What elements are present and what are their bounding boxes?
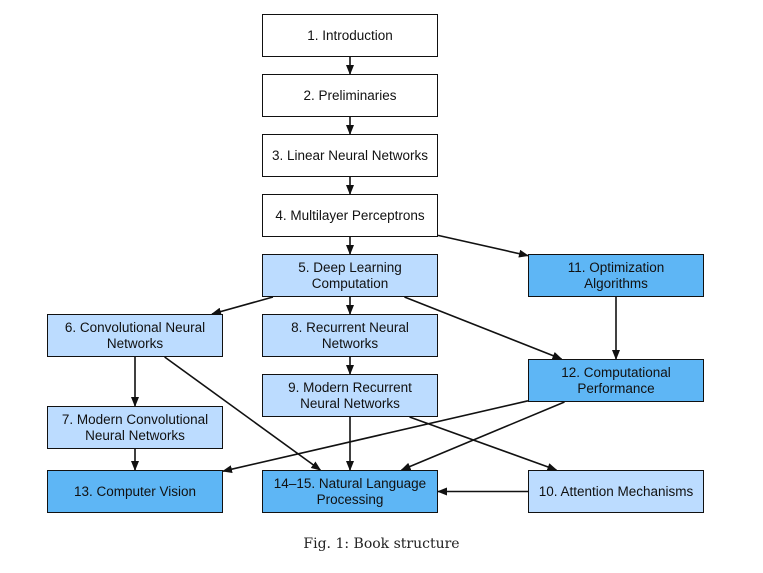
edge-n5-to-n6 xyxy=(211,296,274,316)
edge-n12-to-n14 xyxy=(400,401,565,471)
node-modern-convolutional-neural-networks: 7. Modern Convolutional Neural Networks xyxy=(47,406,223,449)
node-label: 10. Attention Mechanisms xyxy=(538,483,694,499)
node-label: 4. Multilayer Perceptrons xyxy=(275,207,425,223)
node-label: 14–15. Natural Language Processing xyxy=(273,475,427,507)
node-linear-neural-networks: 3. Linear Neural Networks xyxy=(262,134,438,177)
node-modern-recurrent-neural-networks: 9. Modern Recurrent Neural Networks xyxy=(262,374,438,417)
edge-n12-to-n13 xyxy=(222,400,529,474)
node-label: 13. Computer Vision xyxy=(73,483,197,499)
node-label: 5. Deep Learning Computation xyxy=(298,259,402,291)
node-label: 12. Computational Performance xyxy=(561,364,671,396)
node-label: 9. Modern Recurrent Neural Networks xyxy=(288,379,412,411)
node-optimization-algorithms: 11. Optimization Algorithms xyxy=(528,254,704,297)
node-preliminaries: 2. Preliminaries xyxy=(262,74,438,117)
node-label: 6. Convolutional Neural Networks xyxy=(64,319,206,351)
node-label: 8. Recurrent Neural Networks xyxy=(291,319,409,351)
edge-n4-to-n11 xyxy=(437,234,529,258)
node-natural-language-processing: 14–15. Natural Language Processing xyxy=(262,470,438,513)
edge-n9-to-n10 xyxy=(409,416,558,471)
node-recurrent-neural-networks: 8. Recurrent Neural Networks xyxy=(262,314,438,357)
node-computer-vision: 13. Computer Vision xyxy=(47,470,223,513)
node-convolutional-neural-networks: 6. Convolutional Neural Networks xyxy=(47,314,223,357)
node-deep-learning-computation: 5. Deep Learning Computation xyxy=(262,254,438,297)
node-computational-performance: 12. Computational Performance xyxy=(528,359,704,402)
figure-caption: Fig. 1: Book structure xyxy=(303,536,460,552)
edge-n6-to-n14 xyxy=(164,356,322,471)
node-label: 2. Preliminaries xyxy=(303,87,397,103)
node-label: 3. Linear Neural Networks xyxy=(271,147,429,163)
node-label: 1. Introduction xyxy=(307,27,393,43)
node-multilayer-perceptrons: 4. Multilayer Perceptrons xyxy=(262,194,438,237)
edge-n5-to-n12 xyxy=(404,296,563,360)
node-attention-mechanisms: 10. Attention Mechanisms xyxy=(528,470,704,513)
node-introduction: 1. Introduction xyxy=(262,14,438,57)
node-label: 7. Modern Convolutional Neural Networks xyxy=(61,411,209,443)
node-label: 11. Optimization Algorithms xyxy=(567,259,665,291)
